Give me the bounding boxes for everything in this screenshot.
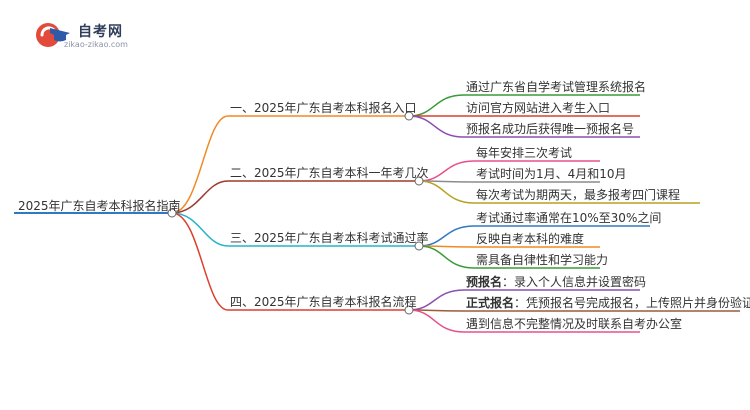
leaf-item[interactable]: 考试通过率通常在10%至30%之间 <box>476 210 661 226</box>
site-logo[interactable]: 自考网 zikao-zikao.com <box>34 20 144 50</box>
leaf-connector <box>418 180 475 204</box>
logo-title: 自考网 <box>78 24 123 40</box>
leaf-text: 每年安排三次考试 <box>476 146 573 160</box>
branch-connector <box>171 212 229 247</box>
branch-exams-per-year[interactable]: 二、2025年广东自考本科一年考几次 <box>230 165 429 181</box>
branch-label: 四、2025年广东自考本科报名流程 <box>230 295 417 309</box>
leaf-text: 通过广东省自学考试管理系统报名 <box>466 80 647 94</box>
leaf-item[interactable]: 每次考试为期两天，最多报考四门课程 <box>476 187 680 203</box>
leaf-connector <box>408 309 465 333</box>
leaf-text: 考试通过率通常在10%至30%之间 <box>476 211 662 225</box>
root-topic[interactable]: 2025年广东自考本科报名指南 <box>18 198 181 214</box>
branch-connector <box>171 212 229 311</box>
branch-label: 一、2025年广东自考本科报名入口 <box>230 101 417 115</box>
leaf-text: 反映自考本科的难度 <box>476 232 585 246</box>
branch-node-dot <box>404 111 414 121</box>
branch-node-dot <box>404 305 414 315</box>
branch-registration-entry[interactable]: 一、2025年广东自考本科报名入口 <box>230 100 417 116</box>
branch-connector <box>171 115 229 214</box>
branch-label: 二、2025年广东自考本科一年考几次 <box>230 166 429 180</box>
leaf-item[interactable]: 需具备自律性和学习能力 <box>476 252 608 268</box>
branch-connector <box>171 180 229 214</box>
logo-url: zikao-zikao.com <box>64 40 128 49</box>
leaf-text: 预报名成功后获得唯一预报名号 <box>466 122 635 136</box>
leaf-text: 访问官方网站进入考生入口 <box>466 101 611 115</box>
leaf-item[interactable]: 访问官方网站进入考生入口 <box>466 100 610 116</box>
leaf-connector <box>408 115 465 138</box>
leaf-item[interactable]: 通过广东省自学考试管理系统报名 <box>466 79 646 95</box>
leaf-item[interactable]: 遇到信息不完整情况及时联系自考办公室 <box>466 316 682 332</box>
root-node-dot <box>167 208 177 218</box>
leaf-item[interactable]: 考试时间为1月、4月和10月 <box>476 166 627 182</box>
root-topic-label: 2025年广东自考本科报名指南 <box>18 199 181 213</box>
leaf-bold: 预报名 <box>466 275 503 289</box>
leaf-text: ：凭预报名号完成报名，上传照片并身份验证 <box>514 296 750 310</box>
leaf-text: ：录入个人信息并设置密码 <box>502 275 647 289</box>
leaf-connector <box>408 289 465 311</box>
branch-node-dot <box>414 176 424 186</box>
leaf-bold: 正式报名 <box>466 296 515 310</box>
branch-pass-rate[interactable]: 三、2025年广东自考本科考试通过率 <box>230 230 429 246</box>
branch-label: 三、2025年广东自考本科考试通过率 <box>230 231 429 245</box>
leaf-item[interactable]: 预报名：录入个人信息并设置密码 <box>466 274 646 290</box>
leaf-item[interactable]: 反映自考本科的难度 <box>476 231 584 247</box>
leaf-item[interactable]: 预报名成功后获得唯一预报名号 <box>466 121 634 137</box>
leaf-connector <box>408 94 465 117</box>
leaf-item[interactable]: 正式报名：凭预报名号完成报名，上传照片并身份验证 <box>466 295 750 311</box>
leaf-text: 每次考试为期两天，最多报考四门课程 <box>476 188 681 202</box>
leaf-text: 需具备自律性和学习能力 <box>476 253 609 267</box>
branch-registration-process[interactable]: 四、2025年广东自考本科报名流程 <box>230 294 417 310</box>
leaf-item[interactable]: 每年安排三次考试 <box>476 145 572 161</box>
leaf-text: 考试时间为1月、4月和10月 <box>476 167 627 181</box>
graduation-cap-icon <box>36 23 70 47</box>
leaf-connector <box>418 245 475 269</box>
branch-node-dot <box>414 241 424 251</box>
leaf-text: 遇到信息不完整情况及时联系自考办公室 <box>466 317 683 331</box>
